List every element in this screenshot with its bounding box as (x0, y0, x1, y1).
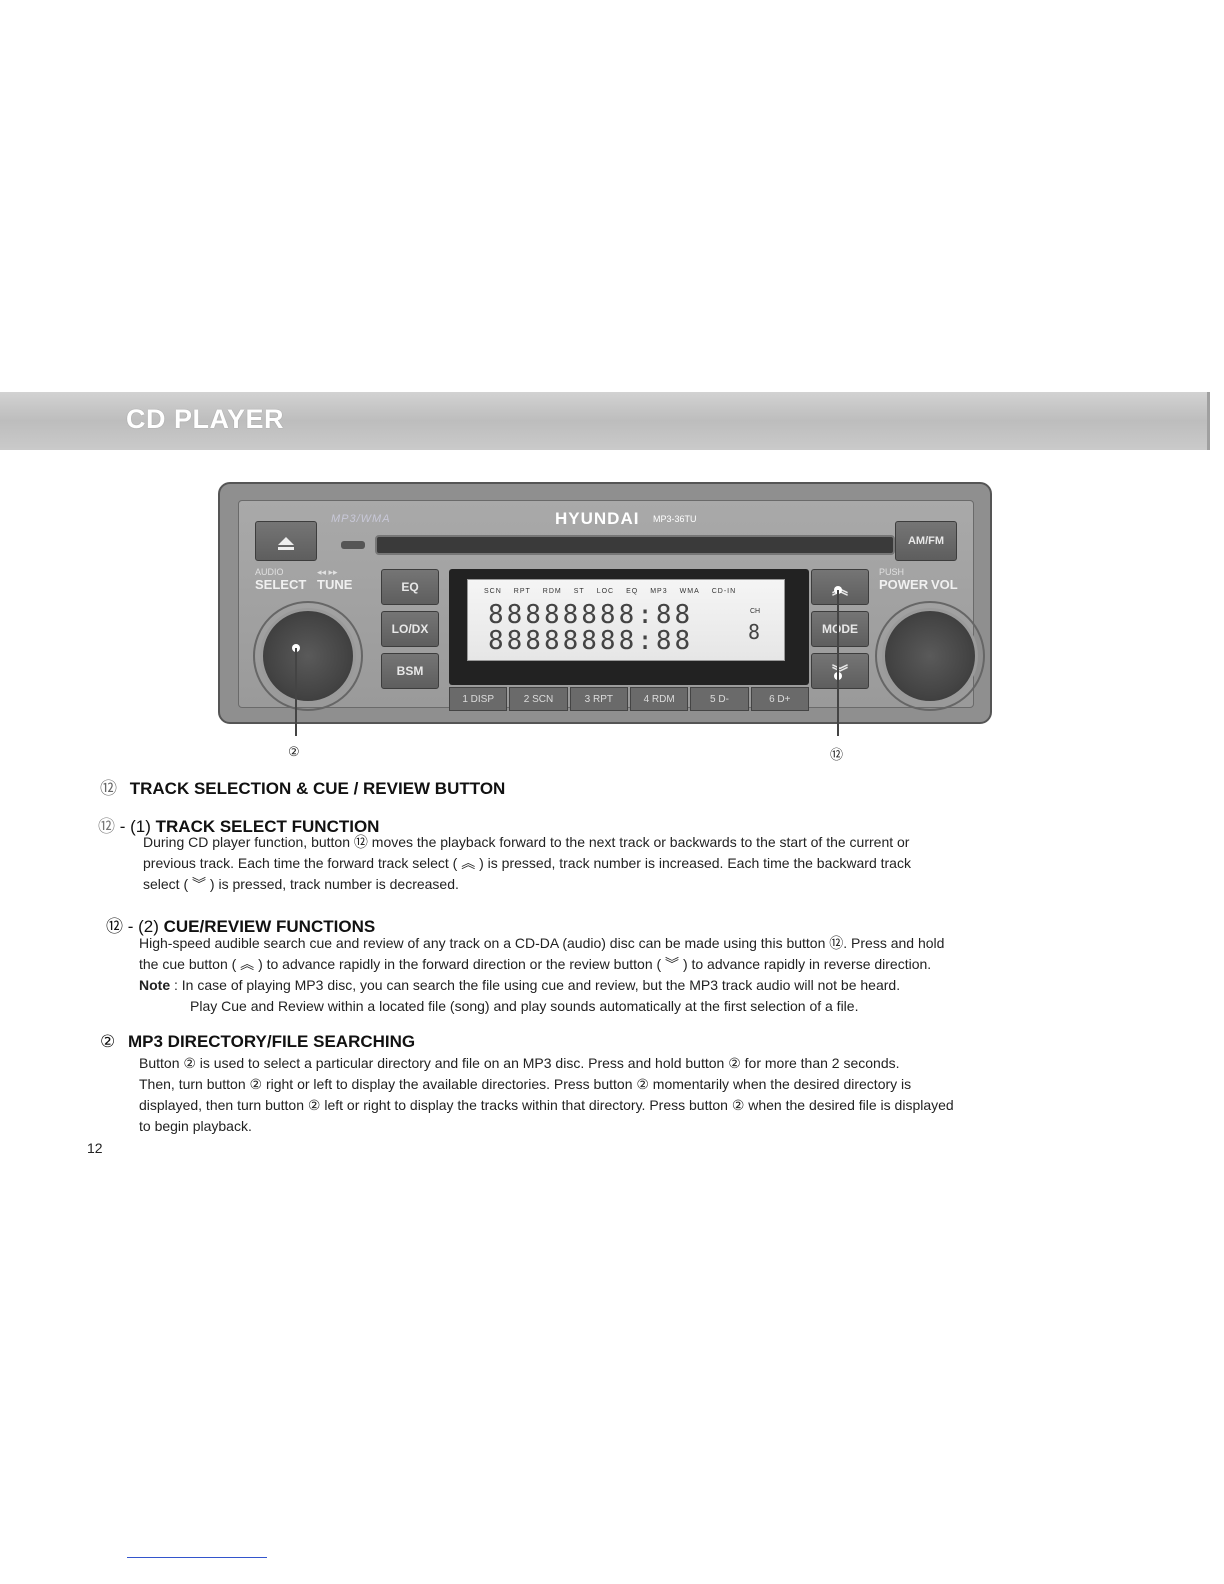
tune-label: TUNE (317, 577, 353, 592)
select-tune-knob (260, 608, 356, 704)
cd-slot (375, 535, 895, 555)
track-select-title: TRACK SELECT FUNCTION (155, 817, 380, 836)
page-title: CD PLAYER (126, 404, 285, 434)
vol-label: VOL (931, 577, 958, 592)
lcd-indicator: WMA (679, 588, 700, 595)
preset-button: 5 D- (690, 687, 749, 711)
track-select-body: During CD player function, button ⑫ move… (143, 832, 1103, 895)
mp3-dir-line-3: displayed, then turn button ② left or ri… (139, 1097, 954, 1113)
radio-brand: HYUNDAI (555, 509, 640, 528)
lcd-row-2: 88888888:88 (488, 626, 694, 656)
select-label: SELECT (255, 577, 307, 592)
radio-model-line: MP3/WMA (331, 513, 391, 525)
bottom-rule (127, 1557, 267, 1558)
lcd-digits: 88888888:88 88888888:88 (488, 602, 693, 654)
preset-button: 3 RPT (569, 687, 628, 711)
cue-review-prefix: - (2) (127, 917, 164, 936)
mp3-dir-line-1: Button ② is used to select a particular … (139, 1055, 900, 1071)
lcd-indicator: EQ (626, 588, 639, 595)
preset-button: 1 DISP (449, 687, 508, 711)
note-label: Note (139, 977, 171, 993)
lcd-indicator: LOC (596, 588, 615, 595)
radio-brand-model: MP3-36TU (653, 514, 697, 524)
preset-button: 4 RDM (629, 687, 689, 711)
cue-review-title: CUE/REVIEW FUNCTIONS (163, 917, 376, 936)
audio-label: AUDIO (255, 567, 284, 577)
radio-unit-illustration: MP3/WMA HYUNDAI MP3-36TU AM/FM AUDIO SEL… (218, 482, 992, 724)
radio-faceplate: MP3/WMA HYUNDAI MP3-36TU AM/FM AUDIO SEL… (238, 500, 985, 711)
track-selection-heading: ⑫ TRACK SELECTION & CUE / REVIEW BUTTON (100, 774, 505, 799)
mp3-directory-heading: ② MP3 DIRECTORY/FILE SEARCHING (100, 1032, 415, 1052)
mp3-dir-num: ② (100, 1032, 116, 1051)
mp3-dir-line-2: Then, turn button ② right or left to dis… (139, 1076, 912, 1092)
lodx-button: LO/DX (381, 611, 439, 647)
slot-indicator (341, 541, 365, 549)
power-label: POWER (879, 577, 929, 592)
callout-line-left (295, 648, 297, 736)
tune-arrows: ◂◂ ▸▸ (317, 567, 338, 577)
callout-label-left: ② (288, 744, 300, 759)
mp3-dir-line-4: to begin playback. (139, 1118, 252, 1134)
lcd-ch-label: CH (750, 608, 761, 615)
callout-line-right (837, 590, 839, 736)
cue-review-num: ⑫ (106, 917, 123, 936)
lcd-indicator: ST (573, 588, 585, 595)
track-select-num: ⑫ (98, 817, 115, 836)
cue-review-body: High-speed audible search cue and review… (139, 933, 1099, 975)
track-select-line-2: previous track. Each time the forward tr… (143, 855, 911, 871)
right-knob-ring (875, 601, 985, 711)
push-label: PUSH (879, 567, 905, 577)
lcd-row-1: 88888888:88 (488, 600, 694, 630)
lcd-indicator: CD-IN (711, 588, 737, 595)
display-panel: SCN RPT RDM ST LOC EQ MP3 WMA CD-IN 88888888:88 … (449, 569, 809, 685)
lcd-ch-digit: 8 (748, 620, 761, 644)
cue-review-note: Note : In case of playing MP3 disc, you … (139, 975, 900, 996)
power-vol-knob (882, 608, 978, 704)
callout-label-right: ⑫ (830, 747, 844, 762)
lcd-indicator: MP3 (650, 588, 668, 595)
track-down-button: ︾ (811, 653, 869, 689)
eq-button: EQ (381, 569, 439, 605)
eject-button (255, 521, 317, 561)
page-number: 12 (87, 1140, 103, 1156)
preset-button: 2 SCN (509, 687, 568, 711)
track-select-line-3: select ( ︾ ) is pressed, track number is… (143, 876, 459, 892)
mp3-dir-title: MP3 DIRECTORY/FILE SEARCHING (127, 1032, 416, 1051)
track-select-prefix: - (1) (119, 817, 156, 836)
lcd-indicators: SCN RPT RDM ST LOC EQ MP3 WMA CD-IN (484, 588, 736, 595)
cue-review-line-1: High-speed audible search cue and review… (139, 935, 945, 951)
track-select-subheading: ⑫ - (1) TRACK SELECT FUNCTION (98, 812, 379, 837)
lcd-indicator: SCN (484, 588, 502, 595)
mp3-dir-body: Button ② is used to select a particular … (139, 1053, 1103, 1137)
note-line-1: : In case of playing MP3 disc, you can s… (170, 977, 901, 993)
note-line-2: Play Cue and Review within a located fil… (190, 998, 859, 1014)
bsm-button: BSM (381, 653, 439, 689)
amfm-button: AM/FM (895, 521, 957, 561)
preset-button: 6 D+ (750, 687, 809, 711)
cue-review-subheading: ⑫ - (2) CUE/REVIEW FUNCTIONS (106, 912, 375, 937)
left-knob-ring (253, 601, 363, 711)
lcd-indicator: RPT (513, 588, 531, 595)
eject-icon (278, 537, 294, 550)
track-heading-num: ⑫ (100, 779, 117, 798)
lcd-indicator: RDM (542, 588, 562, 595)
section-header-bar: CD PLAYER (0, 392, 1210, 450)
lcd-screen: SCN RPT RDM ST LOC EQ MP3 WMA CD-IN 88888888:88 … (467, 579, 785, 661)
track-select-line-1: During CD player function, button ⑫ move… (143, 834, 910, 850)
cue-review-line-2: the cue button ( ︽ ) to advance rapidly … (139, 956, 932, 972)
track-heading-text: TRACK SELECTION & CUE / REVIEW BUTTON (129, 779, 506, 798)
mode-button: MODE (811, 611, 869, 647)
